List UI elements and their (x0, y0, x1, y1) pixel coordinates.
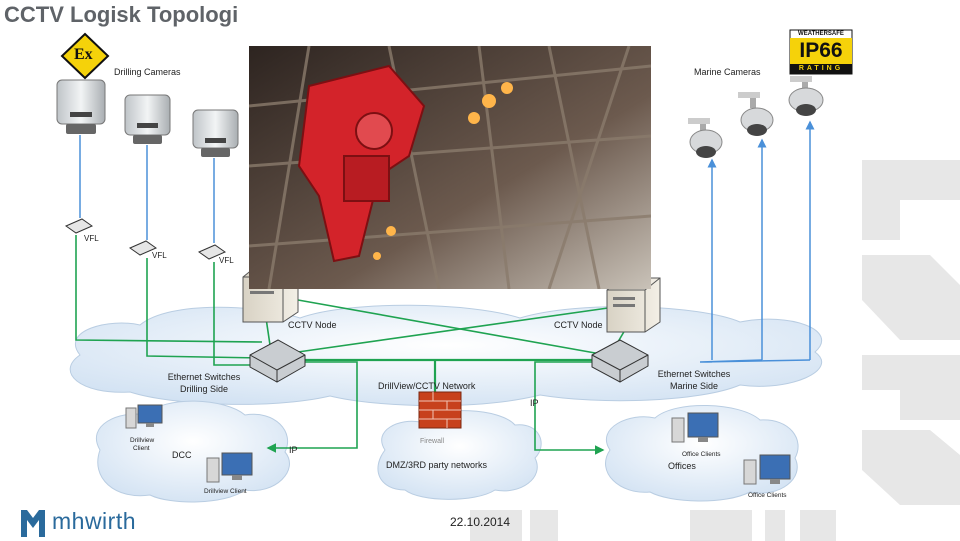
cctv-node-right-server (606, 277, 661, 333)
ip-label-left: IP (289, 445, 298, 455)
vfl-label-2: VFL (152, 251, 167, 260)
drilling-camera-2 (124, 94, 171, 144)
drillview-client-2-label: Drillview Client (204, 488, 247, 495)
switch-left-label-line2: Drilling Side (179, 384, 229, 394)
drilling-camera-1 (56, 79, 106, 134)
office-client-1-computer (671, 412, 719, 443)
rating-label: RATING (798, 65, 844, 72)
dcc-label: DCC (172, 450, 192, 460)
cctv-node-left-label: CCTV Node (288, 320, 337, 330)
dmz-label: DMZ/3RD party networks (386, 460, 488, 470)
firewall-icon (418, 391, 462, 429)
fiber-links (79, 120, 815, 363)
drillview-client-2-computer (206, 452, 253, 483)
office-client-2-label: Office Clients (748, 492, 787, 499)
network-links (75, 235, 626, 455)
network-label: DrillView/CCTV Network (378, 381, 476, 391)
drilling-cameras-label: Drilling Cameras (114, 67, 181, 77)
offices-label: Offices (668, 461, 696, 471)
decorative-pattern (470, 160, 960, 541)
office-client-1-label: Office Clients (682, 451, 721, 458)
firewall-label: Firewall (420, 438, 445, 445)
drillview-client-1-line2: Client (133, 445, 150, 452)
atex-badge (60, 32, 110, 80)
dcc-cloud (96, 400, 290, 503)
switch-right-label-line2: Marine Side (669, 381, 719, 391)
slide-date: 22.10.2014 (449, 515, 511, 529)
ip66-badge (789, 29, 853, 75)
office-client-2-computer (743, 454, 791, 485)
brand-name: mhwirth (52, 508, 137, 534)
cctv-node-right-label: CCTV Node (554, 320, 603, 330)
ip-label-right: IP (530, 398, 539, 408)
marine-camera-1 (688, 118, 723, 158)
vfl-device-1 (64, 218, 94, 234)
vfl-label-1: VFL (84, 234, 99, 243)
switch-right-label-line1: Ethernet Switches (657, 369, 731, 379)
marine-cameras-label: Marine Cameras (694, 67, 761, 77)
drilling-camera-3 (192, 109, 239, 157)
ethernet-switch-left (249, 339, 306, 383)
marine-camera-3 (788, 76, 824, 116)
atex-badge-label: Ex (74, 46, 93, 63)
weathersafe-label: WEATHERSAFE (798, 31, 844, 37)
drillview-client-1-computer (125, 404, 163, 429)
ethernet-switch-right (591, 339, 649, 383)
vfl-device-3 (197, 244, 227, 260)
slide-title: CCTV Logisk Topologi (4, 2, 239, 27)
ip66-label: IP66 (799, 39, 843, 62)
drill-floor-photo (249, 46, 651, 289)
mhwirth-logo-mark (21, 510, 45, 537)
marine-camera-2 (738, 92, 774, 136)
switch-left-label-line1: Ethernet Switches (167, 372, 241, 382)
vfl-device-2 (128, 240, 158, 256)
drillview-client-1-line1: Drillview (130, 437, 155, 444)
vfl-label-3: VFL (219, 256, 234, 265)
